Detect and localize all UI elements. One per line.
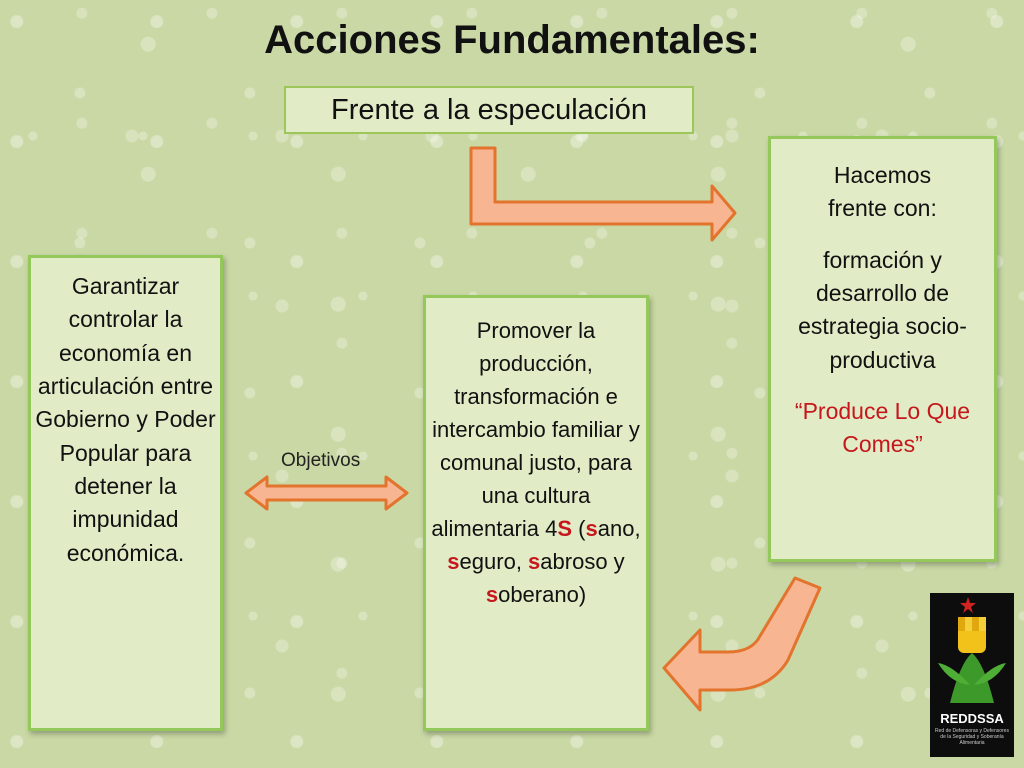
center-box-w2: eguro, — [459, 549, 529, 574]
center-box-w4: oberano) — [498, 582, 587, 607]
logo-name: REDDSSA — [940, 711, 1004, 726]
right-box-heading: Hacemos frente con: — [828, 162, 937, 222]
center-box-s3: s — [528, 549, 541, 574]
right-box: Hacemos frente con: formación y desarrol… — [768, 136, 997, 562]
center-box-paren: ( — [572, 516, 586, 541]
center-box-s1: s — [585, 516, 598, 541]
left-box-text: Garantizar controlar la economía en arti… — [35, 273, 216, 566]
center-box-s2: s — [447, 549, 460, 574]
center-box-text: Promover la producción, transformación e… — [431, 318, 640, 541]
subtitle-box: Frente a la especulación — [284, 86, 694, 134]
right-box-body: formación y desarrollo de estrategia soc… — [798, 246, 967, 373]
center-box: Promover la producción, transformación e… — [423, 295, 649, 731]
center-box-s4: s — [485, 582, 499, 607]
center-box-s: S — [557, 516, 573, 541]
center-box-w3: abroso y — [540, 549, 625, 574]
left-box: Garantizar controlar la economía en arti… — [28, 255, 223, 731]
reddssa-logo: REDDSSA Red de Defensoras y Defensores d… — [930, 593, 1014, 757]
page-title: Acciones Fundamentales: — [264, 18, 760, 62]
logo-subtitle: Red de Defensoras y Defensores de la Seg… — [935, 728, 1009, 746]
fist-icon — [938, 597, 1006, 703]
center-box-w1: ano, — [597, 516, 641, 541]
objetivos-label: Objetivos — [281, 450, 361, 471]
right-box-slogan: “Produce Lo Que Comes” — [794, 398, 971, 458]
